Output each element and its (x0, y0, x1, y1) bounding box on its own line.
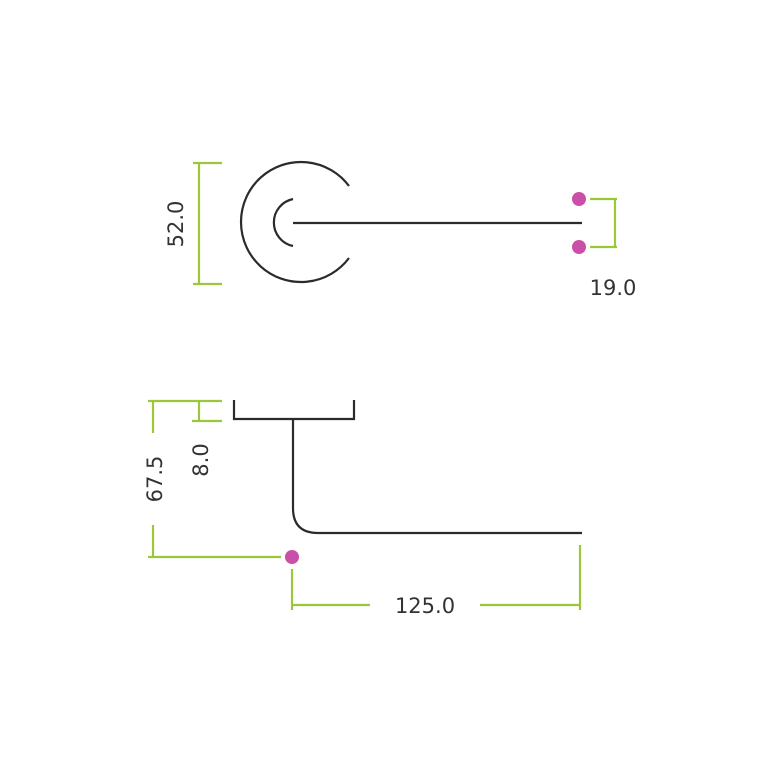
fixing-screw-icon (572, 240, 586, 254)
spindle-arc (272, 197, 294, 248)
rose-diameter-label: 52.0 (164, 201, 188, 248)
fixing-spacing-dimension (590, 197, 617, 249)
rose-depth-dimension (192, 401, 222, 423)
rose-side (232, 400, 356, 421)
projection-dimension (148, 399, 281, 559)
lever-side (291, 419, 582, 535)
rose-outline (239, 160, 350, 284)
fixing-spacing-label: 19.0 (590, 276, 637, 300)
lever-length-label: 125.0 (395, 594, 455, 618)
top-view: 52.0 19.0 (164, 160, 637, 300)
fixing-screw-icon (285, 550, 299, 564)
rose-depth-label: 8.0 (189, 443, 213, 476)
fixing-screw-icon (572, 192, 586, 206)
side-view: 67.5 8.0 125.0 (143, 399, 582, 618)
projection-label: 67.5 (143, 456, 167, 503)
lever-length-dimension (290, 545, 582, 610)
rose-diameter-dimension (193, 161, 222, 286)
